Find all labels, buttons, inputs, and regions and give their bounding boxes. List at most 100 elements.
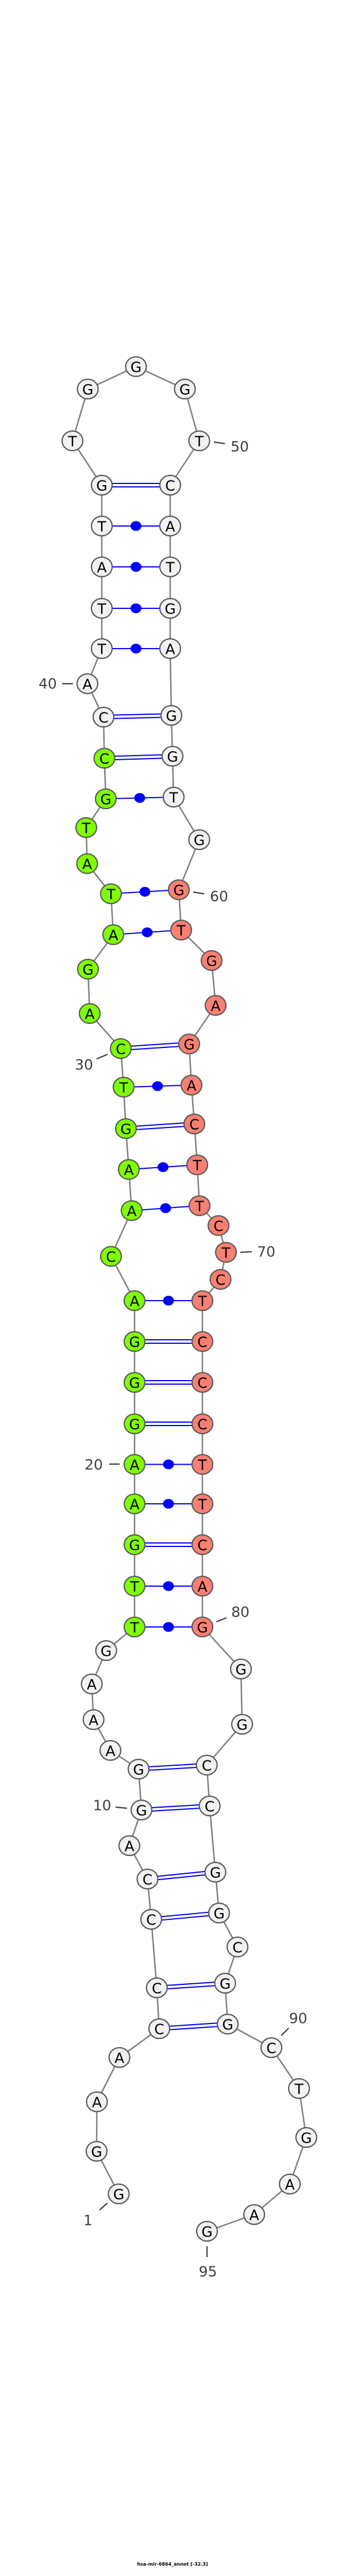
position-label: 40 xyxy=(39,676,57,692)
nucleotide-circle xyxy=(161,745,184,767)
nucleotide-letter: T xyxy=(197,1496,207,1513)
nucleotide-letter: G xyxy=(129,1375,140,1392)
nucleotide-circle xyxy=(160,704,183,726)
nucleotide-circle xyxy=(170,919,193,941)
nucleotide: G xyxy=(229,1658,252,1680)
nucleotide-circle xyxy=(94,788,117,810)
nucleotide: G xyxy=(123,1371,146,1393)
nucleotide-letter: G xyxy=(96,478,107,494)
nucleotide-letter: C xyxy=(197,1537,207,1554)
position-label: 80 xyxy=(231,1604,250,1621)
gc-pair-line xyxy=(136,1126,185,1130)
position-tick xyxy=(213,441,225,445)
nucleotide-circle xyxy=(127,1758,150,1780)
nucleotide-circle xyxy=(130,1799,153,1821)
nucleotide-letter: G xyxy=(101,1643,112,1660)
nucleotide-letter: G xyxy=(100,791,111,808)
nucleotide: T xyxy=(214,1241,237,1263)
nucleotide-circle xyxy=(123,1290,146,1312)
nucleotide-circle xyxy=(99,883,122,905)
nucleotide-circle xyxy=(93,748,116,769)
nucleotide-circle xyxy=(191,1493,214,1515)
gc-pair-line xyxy=(149,1767,197,1771)
nucleotide-circle xyxy=(114,1118,137,1140)
nucleotide: T xyxy=(112,1076,135,1098)
nucleotide-letter: G xyxy=(197,1619,208,1636)
nucleotide: G xyxy=(76,378,99,400)
nucleotide-letter: C xyxy=(146,1912,156,1929)
nucleotide: A xyxy=(99,1740,122,1761)
nucleotide-circle xyxy=(278,2173,301,2195)
position-tick xyxy=(96,1053,108,1060)
pair-dot xyxy=(131,562,141,572)
nucleotide: G xyxy=(195,2220,218,2242)
nucleotide-letter: G xyxy=(201,2224,212,2240)
gc-pair-line xyxy=(114,757,163,760)
nucleotide: A xyxy=(76,853,98,874)
gc-pair-line xyxy=(169,2022,217,2027)
nucleotide-circle xyxy=(186,1154,209,1176)
nucleotide-letter: A xyxy=(129,1457,139,1473)
nucleotide: C xyxy=(195,1754,218,1776)
position-label: 20 xyxy=(85,1457,103,1473)
position-label: 50 xyxy=(231,439,249,455)
position-label: 70 xyxy=(257,1244,275,1260)
nucleotide: G xyxy=(127,1758,150,1780)
gc-pair-line xyxy=(151,1804,200,1808)
nucleotide-letter: G xyxy=(133,1762,144,1778)
nucleotide-circle xyxy=(159,638,182,660)
nucleotide-circle xyxy=(159,556,182,578)
nucleotide-letter: A xyxy=(87,1676,97,1693)
nucleotide-letter: T xyxy=(97,641,106,658)
nucleotide-circle xyxy=(90,474,113,496)
nucleotide-letter: T xyxy=(197,1293,207,1310)
nucleotide: G xyxy=(123,1413,146,1435)
pair-dot xyxy=(131,603,141,613)
nucleotide-circle xyxy=(108,2047,131,2068)
nucleotide: A xyxy=(108,2047,131,2068)
nucleotide-letter: A xyxy=(165,641,175,658)
position-tick xyxy=(281,2028,289,2036)
nucleotide: A xyxy=(120,1200,143,1221)
nucleotide: A xyxy=(243,2204,266,2226)
nucleotide-letter: C xyxy=(216,1272,225,1289)
nucleotide-letter: C xyxy=(266,2040,276,2057)
nucleotide-circle xyxy=(61,430,84,452)
nucleotide-circle xyxy=(112,1076,135,1098)
nucleotide-letter: G xyxy=(173,882,184,899)
nucleotide-letter: G xyxy=(164,601,175,618)
nucleotide-letter: T xyxy=(165,559,175,576)
nucleotide-letter: A xyxy=(129,1496,139,1513)
gc-pair-line xyxy=(161,1911,209,1918)
nucleotide: G xyxy=(123,1331,146,1352)
nucleotide-letter: A xyxy=(285,2177,294,2193)
nucleotide: C xyxy=(159,474,182,496)
nucleotide: T xyxy=(191,1290,214,1312)
pair-dot xyxy=(163,1460,174,1469)
nucleotide: C xyxy=(191,1331,214,1352)
nucleotide-circle xyxy=(191,1331,214,1352)
nucleotide: C xyxy=(93,748,116,769)
nucleotide-circle xyxy=(191,1534,214,1556)
gc-pair-line xyxy=(131,1042,179,1047)
nucleotide: A xyxy=(118,1835,141,1857)
nucleotide: C xyxy=(191,1534,214,1556)
nucleotide-letter: T xyxy=(194,433,204,450)
nucleotide-circle xyxy=(123,1616,146,1638)
nucleotide-circle xyxy=(191,1454,214,1475)
nucleotide-circle xyxy=(178,1033,201,1055)
nucleotide-letter: A xyxy=(89,1712,98,1729)
nucleotide: A xyxy=(76,673,99,695)
nucleotide-circle xyxy=(191,1616,214,1638)
nucleotide-circle xyxy=(159,474,182,496)
nucleotide-letter: G xyxy=(131,359,141,376)
nucleotide-letter: T xyxy=(168,790,178,806)
nucleotide-circle xyxy=(120,1200,143,1221)
nucleotide-circle xyxy=(231,1713,254,1735)
pair-dot xyxy=(131,643,141,654)
nucleotide: G xyxy=(204,1861,227,1883)
nucleotide-letter: G xyxy=(136,1803,147,1819)
position-label: 60 xyxy=(210,888,228,905)
nucleotide: G xyxy=(125,356,147,378)
